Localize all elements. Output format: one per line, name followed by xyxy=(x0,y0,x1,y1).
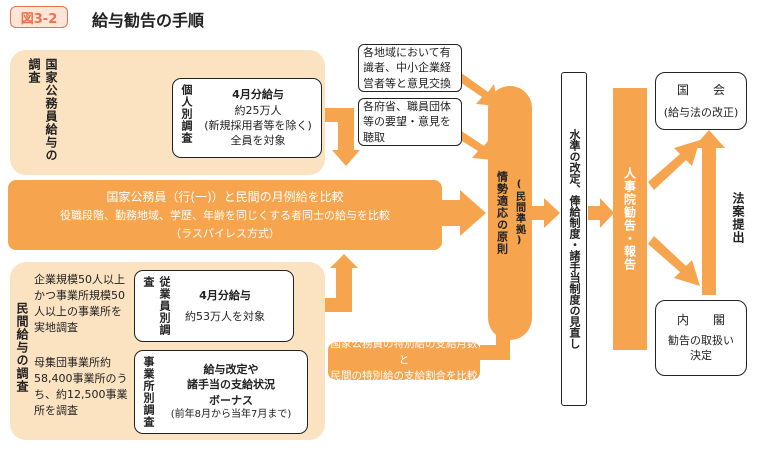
arrow-cabinet-to-diet xyxy=(693,130,725,295)
figure-number: 図3-2 xyxy=(20,11,58,27)
ministry-opinion-line-3: 聴取 xyxy=(363,130,385,144)
public-survey-label: 国家公務員給与の調査 xyxy=(27,58,58,162)
establishment-survey-details: 給与改定や 諸手当の支給状況 ボーナス (前年8月から当年7月まで) xyxy=(156,354,306,430)
establishment-line-1: 給与改定や xyxy=(203,362,259,376)
private-survey-label: 民間給与の調査 xyxy=(15,302,29,393)
ministry-opinion-line-1: 各府省、職員団体 xyxy=(363,99,451,113)
establishment-survey-label: 事業所別調査 xyxy=(142,356,155,428)
arrow-public-to-compare xyxy=(325,108,360,166)
bill-submission-label: 法案提出 xyxy=(731,192,745,244)
public-survey-details: 4月分給与 約25万人 (新規採用者等を除く) 全員を対象 xyxy=(198,82,318,154)
establishment-survey-box xyxy=(134,350,308,434)
compare-line-1: 国家公務員（行(一)）と民間の月例給を比較 xyxy=(106,189,344,204)
ministry-opinion-box: 各府省、職員団体 等の要望・意見を 聴取 xyxy=(358,98,462,146)
diet-title: 国 会 xyxy=(676,82,725,97)
public-line-4: 全員を対象 xyxy=(230,134,286,148)
compare-line-2: 役職段階、勤務地域、学歴、年齢を同じくする者同士の給与を比較 xyxy=(60,209,390,222)
ministry-opinion-line-2: 等の要望・意見を xyxy=(363,115,451,129)
arrow-compare-to-principle xyxy=(442,190,486,236)
public-line-3: (新規採用者等を除く) xyxy=(204,119,312,132)
bonus-line-2: 民間の特別給の支給割合を比較 xyxy=(330,369,478,382)
arrow-opinion2-to-principle xyxy=(454,130,494,160)
bonus-line-1: 国家公務員の特別給の支給月数と xyxy=(330,338,478,367)
establishment-line-3: ボーナス xyxy=(209,393,253,407)
private-desc-1: 企業規模50人以上かつ事業所規模50人以上の事業所を実地調査 xyxy=(34,273,125,334)
public-survey-method-label: 個人別調査 xyxy=(180,84,193,144)
regional-opinion-line-2: 識者、中小企業経 xyxy=(363,61,451,75)
regional-opinion-line-1: 各地域において有 xyxy=(363,45,451,59)
private-desc-2: 母集団事業所約58,400事業所のうち、約12,500事業所を調査 xyxy=(34,356,128,417)
arrow-opinion1-to-principle xyxy=(454,72,498,106)
regional-opinion-line-3: 営者等と意見交換 xyxy=(363,76,451,90)
arrow-principle-to-review xyxy=(531,198,560,228)
compare-line-3: （ラスパイレス方式） xyxy=(170,226,280,240)
recommendation-text: 人事院勧告・報告 xyxy=(622,167,637,271)
cabinet-box: 内 閣 勧告の取扱い 決定 xyxy=(655,300,747,376)
employee-survey-box xyxy=(134,270,294,342)
employee-survey-details: 4月分給与 約53万人を対象 xyxy=(160,276,290,336)
employee-line-2: 約53万人を対象 xyxy=(185,310,265,323)
employee-survey-label: 従業員別調査 xyxy=(142,276,171,336)
establishment-line-4: (前年8月から当年7月まで) xyxy=(170,409,292,421)
cabinet-subtitle-1: 勧告の取扱い xyxy=(668,334,734,347)
recommendation-bar: 人事院勧告・報告 xyxy=(613,88,647,350)
figure-badge: 図3-2 xyxy=(10,6,68,28)
public-survey-box xyxy=(172,78,322,158)
arrow-review-to-recommendation xyxy=(588,198,614,228)
cabinet-title: 内 閣 xyxy=(676,313,725,328)
public-line-2: 約25万人 xyxy=(234,103,282,117)
salary-compare-bar: 国家公務員（行(一)）と民間の月例給を比較 役職段階、勤務地域、学歴、年齢を同じ… xyxy=(8,180,442,250)
establishment-line-2: 諸手当の支給状況 xyxy=(187,378,275,392)
cabinet-subtitle-2: 決定 xyxy=(690,349,712,363)
arrow-recommendation-to-cabinet xyxy=(648,236,700,286)
regional-opinion-box: 各地域において有 識者、中小企業経 営者等と意見交換 xyxy=(358,44,462,92)
principle-sub: (民間準拠) xyxy=(513,179,525,247)
principle-oval: 情勢適応の原則 (民間準拠) xyxy=(488,86,532,340)
diet-box: 国 会 (給与法の改正) xyxy=(655,72,747,130)
employee-line-1: 4月分給与 xyxy=(199,288,251,302)
bonus-compare-bar: 国家公務員の特別給の支給月数と 民間の特別給の支給割合を比較 xyxy=(328,338,480,382)
page-title: 給与勧告の手順 xyxy=(92,11,205,30)
review-text: 水準の改定、俸給制度・諸手当制度の見直し xyxy=(568,129,581,349)
public-line-1: 4月分給与 xyxy=(232,88,284,102)
arrow-private-to-compare xyxy=(325,254,358,312)
diet-subtitle: (給与法の改正) xyxy=(663,105,739,119)
principle-main: 情勢適応の原則 xyxy=(495,171,509,255)
review-box: 水準の改定、俸給制度・諸手当制度の見直し xyxy=(561,72,587,406)
arrow-recommendation-to-diet xyxy=(648,140,700,190)
